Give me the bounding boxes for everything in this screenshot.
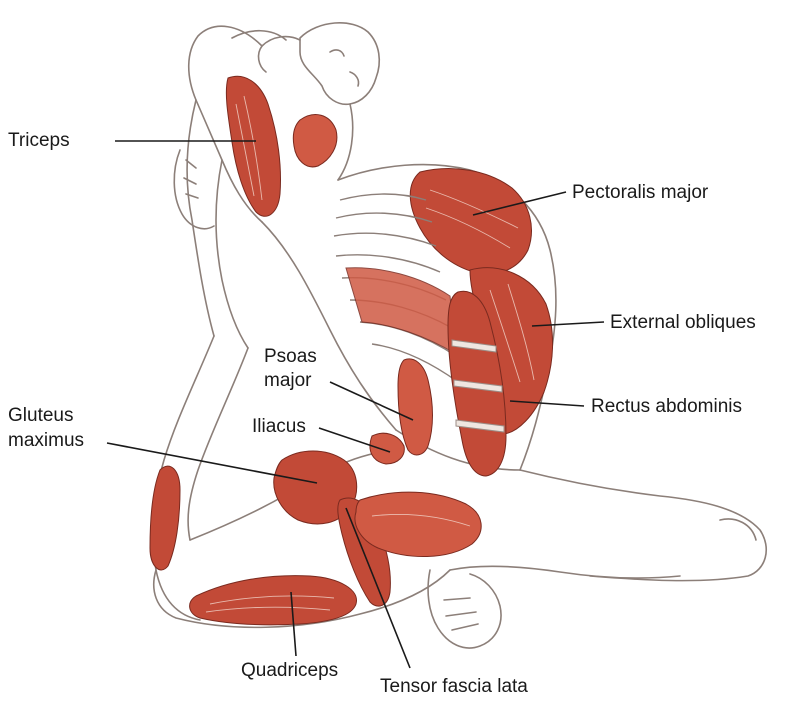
label-iliacus: Iliacus (252, 416, 306, 438)
label-external-obliques: External obliques (610, 312, 756, 334)
label-pectoralis-major: Pectoralis major (572, 182, 708, 204)
psoas-major-muscle (398, 359, 433, 455)
label-triceps: Triceps (8, 130, 70, 152)
neck-muscle (293, 115, 337, 167)
quadriceps-muscle (190, 576, 357, 625)
iliacus-muscle (370, 433, 404, 464)
forearm-muscle (150, 466, 180, 570)
label-psoas-line1: Psoas (264, 346, 317, 368)
label-tensor-fascia-lata: Tensor fascia lata (380, 676, 528, 698)
muscles (150, 76, 553, 624)
label-quadriceps: Quadriceps (241, 660, 338, 682)
label-gluteus-line2: maximus (8, 430, 84, 452)
label-rectus-abdominis: Rectus abdominis (591, 396, 742, 418)
label-psoas-line2: major (264, 370, 312, 392)
label-gluteus-line1: Gluteus (8, 405, 73, 427)
